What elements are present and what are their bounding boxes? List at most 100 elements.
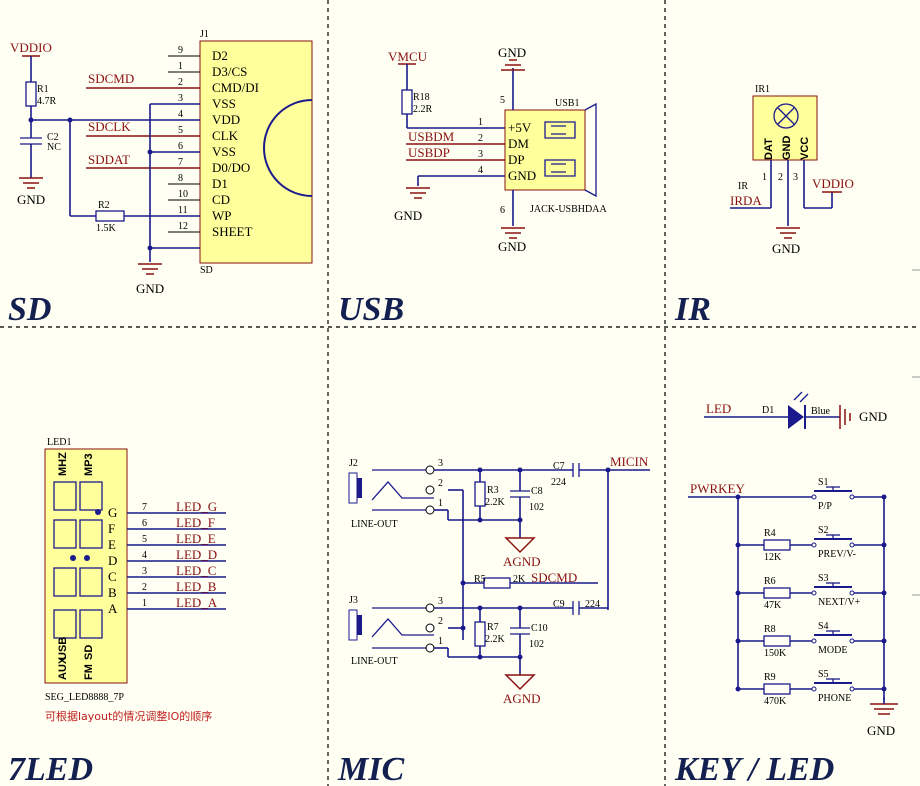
key-switch-ref: S4 — [818, 621, 829, 632]
ir-pin-gnd: GND — [781, 136, 793, 161]
key-switch-label: PHONE — [818, 693, 851, 704]
led7-seg-letter: F — [108, 521, 115, 536]
usb-pin-num: 3 — [478, 149, 483, 160]
led7-pin-net: LED_F — [176, 515, 215, 530]
sd-pin-num: 10 — [178, 189, 188, 200]
key-resistor — [763, 587, 791, 599]
ir-net-ir: IR — [738, 181, 748, 192]
d1-val: Blue — [811, 406, 830, 417]
led7-pin-net: LED_A — [176, 595, 218, 610]
j2-pin1: 1 — [438, 498, 443, 509]
sd-pin-name: CLK — [212, 128, 239, 143]
r7-val: 2.2K — [485, 634, 506, 645]
ir-pinnum-2: 2 — [778, 172, 783, 183]
led7-seg-letter: B — [108, 585, 117, 600]
led7-label-usb: USB — [57, 637, 69, 660]
sd-pin-name: D1 — [212, 176, 228, 191]
j2-pin2: 2 — [438, 478, 443, 489]
sd-net-sdclk: SDCLK — [88, 119, 131, 134]
sd-pin-name: SHEET — [212, 224, 253, 239]
section-title-mic: MIC — [337, 751, 404, 786]
sd-pin-name: VSS — [212, 144, 236, 159]
sd-connector-body — [199, 40, 313, 264]
key-switch-label: P/P — [818, 501, 832, 512]
led7-pin-num: 5 — [142, 534, 147, 545]
usb-section: VMCU R18 2.2R USBDM USBDP GND USB1 1+5V2… — [388, 45, 607, 254]
r5-ref: R5 — [474, 574, 486, 585]
usb-pin6: 6 — [500, 205, 505, 216]
usb-pin-name: +5V — [508, 120, 532, 135]
sd-pin-name: VDD — [212, 112, 240, 127]
sd-pin-name: WP — [212, 208, 232, 223]
usb-gnd-bot-label: GND — [498, 239, 526, 254]
key-gnd-label: GND — [867, 723, 895, 738]
j2-pin3: 3 — [438, 458, 443, 469]
sd-pin-num: 9 — [178, 45, 183, 56]
led7-part: SEG_LED8888_7P — [45, 692, 124, 703]
sd-pin-num: 5 — [178, 125, 183, 136]
sd-designator: J1 — [200, 29, 209, 40]
c10-ref: C10 — [531, 623, 548, 634]
sd-net-vddio: VDDIO — [10, 40, 52, 55]
key-switch-ref: S3 — [818, 573, 829, 584]
led7-pin-num: 3 — [142, 566, 147, 577]
j3-pin2: 2 — [438, 616, 443, 627]
r2-ref: R2 — [98, 200, 110, 211]
r1-val: 4.7R — [37, 96, 57, 107]
usb-pin-name: DP — [508, 152, 525, 167]
led7-pin-net: LED_D — [176, 547, 217, 562]
key-net-pwrkey: PWRKEY — [690, 481, 746, 496]
key-resistor — [763, 683, 791, 695]
r3-resistor — [474, 481, 486, 507]
led7-seg-letter: D — [108, 553, 117, 568]
led7-display-body — [44, 448, 128, 684]
r7-resistor — [474, 621, 486, 647]
usb-net-vmcu: VMCU — [388, 49, 428, 64]
c2-val: NC — [47, 142, 61, 153]
c7-ref: C7 — [553, 461, 565, 472]
sd-pin-name: D3/CS — [212, 64, 247, 79]
ir-pin-dat: DAT — [763, 138, 775, 160]
j3-label: LINE-OUT — [351, 656, 398, 667]
led7-designator: LED1 — [47, 437, 71, 448]
r5-resistor — [483, 577, 511, 589]
mic-agnd2-label: AGND — [503, 691, 541, 706]
c9-val: 224 — [585, 599, 600, 610]
c9-ref: C9 — [553, 599, 565, 610]
ir-designator: IR1 — [755, 84, 770, 95]
ir-pin-vcc: VCC — [799, 137, 811, 160]
sd-pin-name: D0/DO — [212, 160, 250, 175]
mic-agnd1-label: AGND — [503, 554, 541, 569]
sd-pin-num: 4 — [178, 109, 183, 120]
sd-pin-num: 7 — [178, 157, 183, 168]
c7-val: 224 — [551, 477, 566, 488]
r2-resistor — [95, 210, 125, 222]
d1-ref: D1 — [762, 405, 774, 416]
mic-section: J2 3 2 1 LINE-OUT R3 2.2K C8 102 AGND — [348, 454, 650, 706]
mic-net-micin: MICIN — [610, 454, 649, 469]
usb-pin-num: 1 — [478, 117, 483, 128]
led7-pin-num: 2 — [142, 582, 147, 593]
r18-resistor — [401, 89, 413, 115]
j3-pin1: 1 — [438, 636, 443, 647]
led7-pin-net: LED_C — [176, 563, 216, 578]
sd-net-sddat: SDDAT — [88, 152, 130, 167]
sd-pin-num: 11 — [178, 205, 188, 216]
section-title-sd: SD — [8, 291, 51, 328]
section-title-key-led: KEY / LED — [674, 751, 834, 786]
sd-gnd1-label: GND — [17, 192, 45, 207]
sd-pin-num: 12 — [178, 221, 188, 232]
key-switch-label: PREV/V- — [818, 549, 856, 560]
usb-pin-name: DM — [508, 136, 529, 151]
led7-note: 可根据layout的情况调整IO的顺序 — [45, 709, 212, 723]
key-resistor-val: 150K — [764, 648, 787, 659]
key-resistor — [763, 539, 791, 551]
sd-pin-name: D2 — [212, 48, 228, 63]
ir-net-vddio: VDDIO — [812, 176, 854, 191]
led7-label-mhz: MHZ — [57, 452, 69, 476]
sd-pin-name: VSS — [212, 96, 236, 111]
key-switch-ref: S1 — [818, 477, 829, 488]
key-resistor-ref: R8 — [764, 624, 776, 635]
